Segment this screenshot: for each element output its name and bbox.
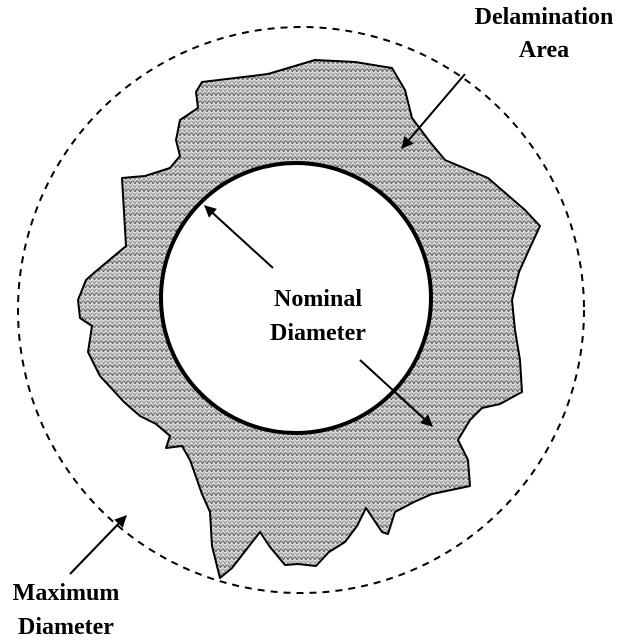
delamination-arrow [401,73,466,149]
delamination-label-line1: Delamination [475,4,614,30]
maximum-label-line2: Diameter [18,614,114,640]
maximum-arrow [69,515,127,575]
nominal-arrow-lower [359,359,433,427]
maximum-label-line1: Maximum [13,580,120,606]
delamination-label-line2: Area [519,37,569,63]
nominal-label-line1: Nominal [274,286,362,312]
nominal-label-line2: Diameter [270,320,366,346]
maximum-diameter-circle [17,26,585,594]
nominal-diameter-circle [159,161,433,435]
nominal-arrow-upper [204,205,274,269]
